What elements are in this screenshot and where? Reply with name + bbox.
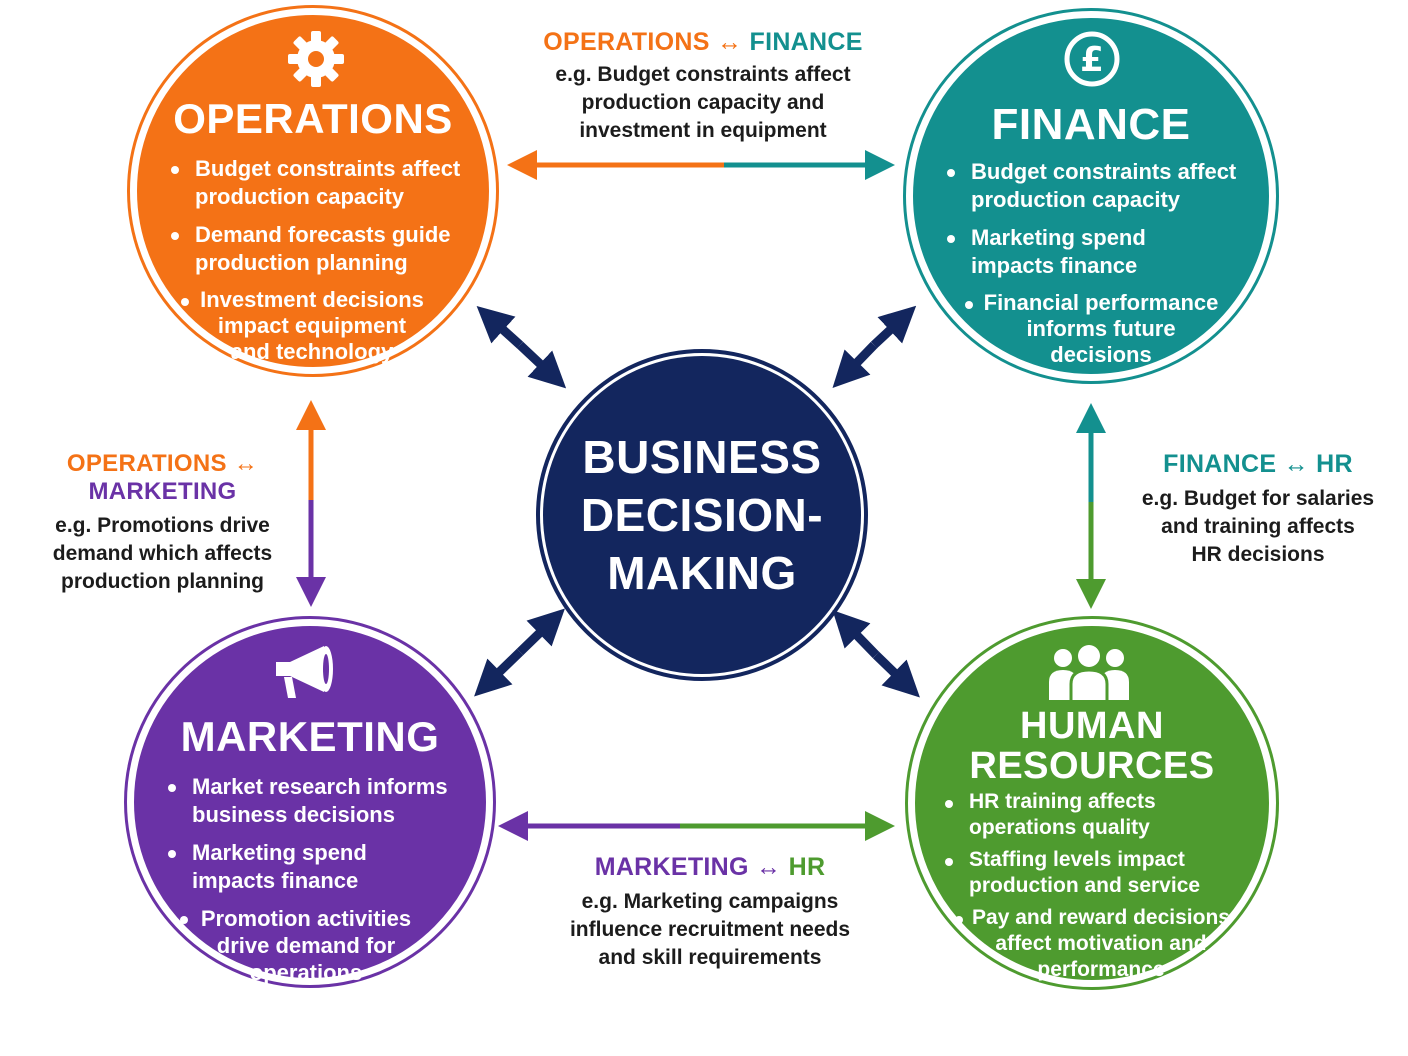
- link-heading: MARKETING ↔ HR: [594, 853, 826, 881]
- finance-ring: [903, 8, 1279, 384]
- link-heading: OPERATIONS ↔ FINANCE: [543, 28, 863, 56]
- link-operations-marketing: OPERATIONS ↔ MARKETING e.g. Promotions d…: [10, 450, 315, 596]
- megaphone-icon: [270, 640, 340, 709]
- arrow-center-operations: [476, 305, 567, 389]
- svg-text:£: £: [1080, 40, 1104, 80]
- finance-title: FINANCE: [991, 100, 1191, 149]
- arrow-center-hr: [832, 610, 920, 698]
- link-heading: OPERATIONS ↔ MARKETING: [66, 450, 259, 505]
- people-icon: [1047, 644, 1131, 707]
- marketing-ring: [124, 616, 496, 988]
- arrow-center-marketing: [474, 608, 565, 697]
- center-title: BUSINESS DECISION- MAKING: [580, 431, 824, 599]
- link-operations-finance: OPERATIONS ↔ FINANCE e.g. Budget constra…: [500, 28, 906, 145]
- center-circle: BUSINESS DECISION- MAKING: [543, 356, 861, 674]
- link-heading: FINANCE ↔ HR: [1163, 450, 1353, 478]
- hr-ring: [905, 616, 1279, 990]
- arrow-center-finance: [832, 305, 917, 388]
- gear-icon: [286, 29, 346, 94]
- marketing-title: MARKETING: [180, 713, 440, 760]
- operations-ring: [127, 5, 499, 377]
- operations-title: OPERATIONS: [173, 95, 453, 142]
- center-ring: [536, 349, 868, 681]
- pound-icon: £: [1063, 30, 1121, 93]
